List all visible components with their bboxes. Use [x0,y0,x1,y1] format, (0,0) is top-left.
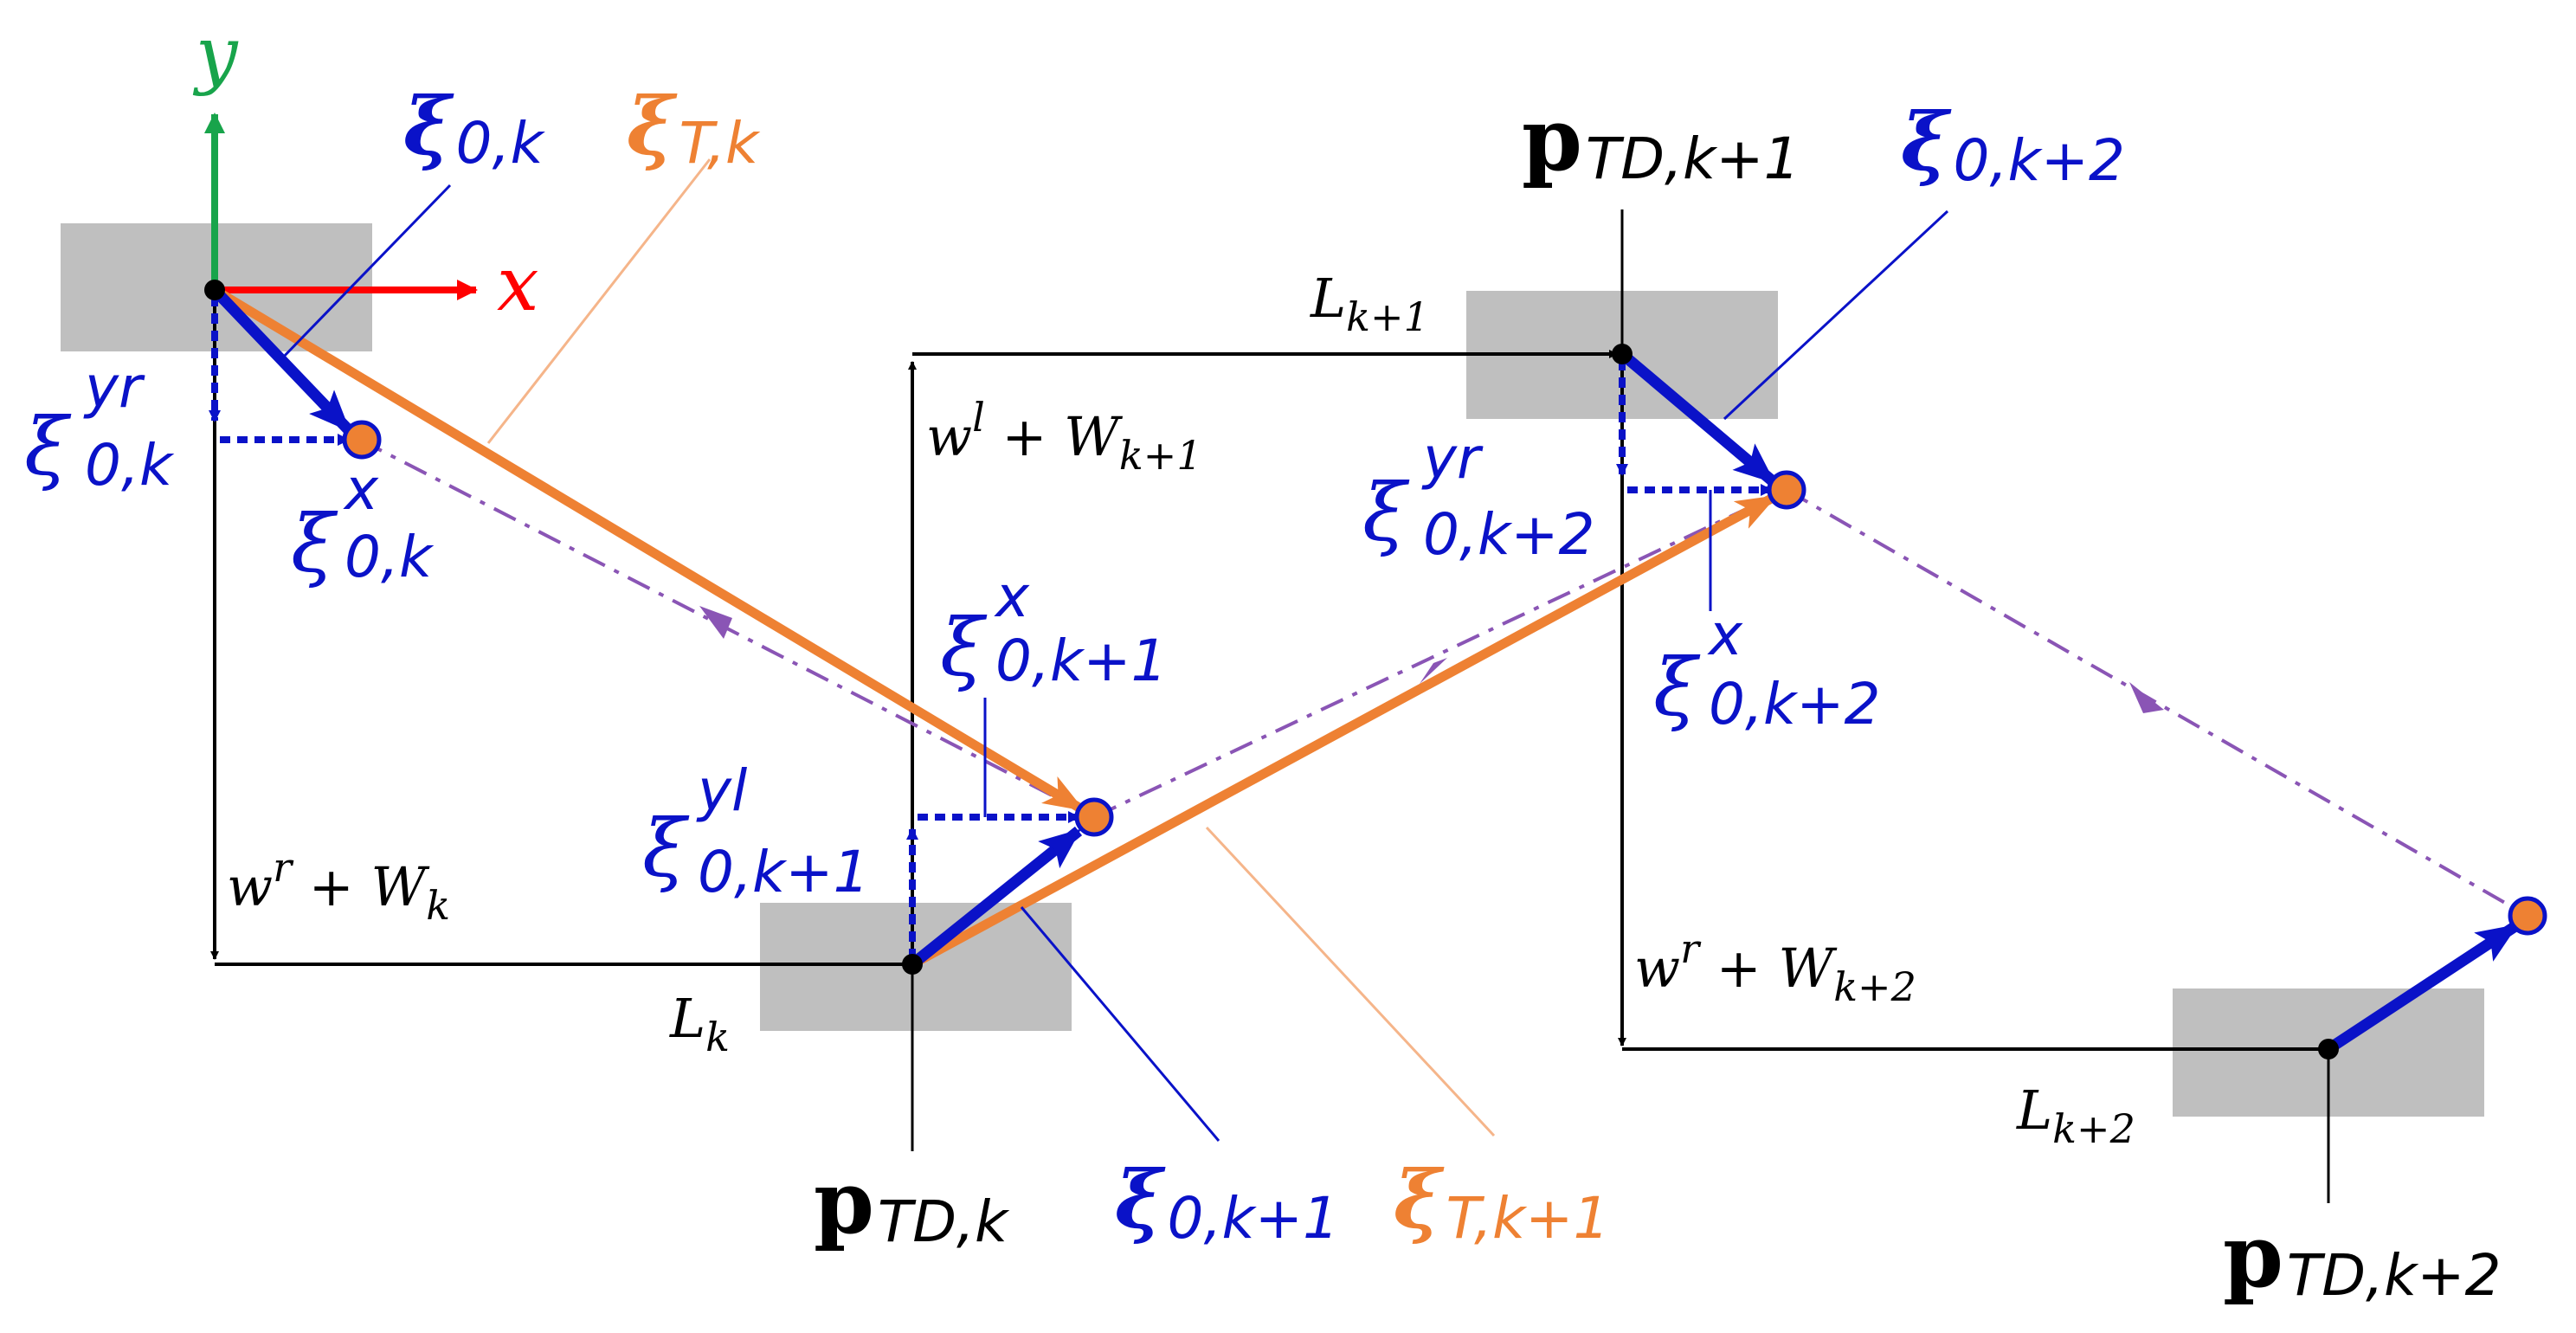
label-wl-Wk1: wl + Wk+1 [926,394,1202,479]
xi-0-k3-arrow [2325,921,2519,1054]
x-axis-label: x [497,241,539,328]
foot-point-origin [204,280,225,300]
label-wr-Wk: wr + Wk [227,844,450,929]
xi-0-k1-arrow [908,826,1083,969]
label-p-TD-k2: pTD,k+2 [2223,1205,2502,1309]
label-p-TD-k1: pTD,k+1 [1522,88,1800,192]
label-xi-x-k1: ξ x 0,k+1 [940,563,1167,694]
y-axis-label: y [192,11,239,98]
label-xi-0-k2: ξ0,k+2 [1901,95,2125,194]
label-xi-x-k2: ξ x 0,k+2 [1653,602,1880,737]
path-arrow-1 [699,606,732,639]
label-xi-0-k: ξ0,k [403,80,545,177]
orange-xi-T-k [212,286,1085,814]
foot-point-k1 [1612,344,1633,364]
leader-xi-T-k [486,158,712,444]
xi-0-k2-arrow [1618,350,1777,486]
leader-xi-0-k [277,184,452,364]
label-Lk1: Lk+1 [1310,267,1429,340]
label-xi-0-k1: ξ0,k+1 [1115,1153,1339,1252]
label-xi-T-k: ξT,k [627,80,761,177]
path-arrow-3 [2129,682,2164,713]
leader-xi-0-k1 [1020,906,1220,1142]
foot-point-k [902,954,923,975]
dcm-point-k [342,420,382,460]
label-xi-yl-k1: ξ yl 0,k+1 [642,757,869,905]
dcm-point-k2 [1767,470,1806,510]
dashdot-path-2 [1093,488,1787,819]
dashdot-path-3 [1786,488,2528,918]
label-xi-yr-k: ξ yr 0,k [24,354,175,499]
foot-point-k2 [2318,1039,2339,1059]
label-p-TD-k: pTD,k [814,1151,1010,1255]
label-wr-Wk2: wr + Wk+2 [1634,925,1916,1010]
dcm-point-k1 [1074,797,1114,837]
orange-xi-T-k1 [910,493,1778,969]
label-xi-T-k1: ξT,k+1 [1394,1153,1609,1252]
label-xi-x-k: ξ x 0,k [291,456,435,590]
label-xi-yr-k2: ξ yr 0,k+2 [1362,425,1594,568]
label-Lk: Lk [669,987,730,1060]
dcm-point-k3 [2508,896,2547,936]
leader-xi-0-k2 [1723,209,1949,421]
label-Lk2: Lk+2 [2016,1079,2135,1152]
leader-xi-T-k1 [1205,826,1496,1137]
path-arrow-2 [1420,658,1447,684]
